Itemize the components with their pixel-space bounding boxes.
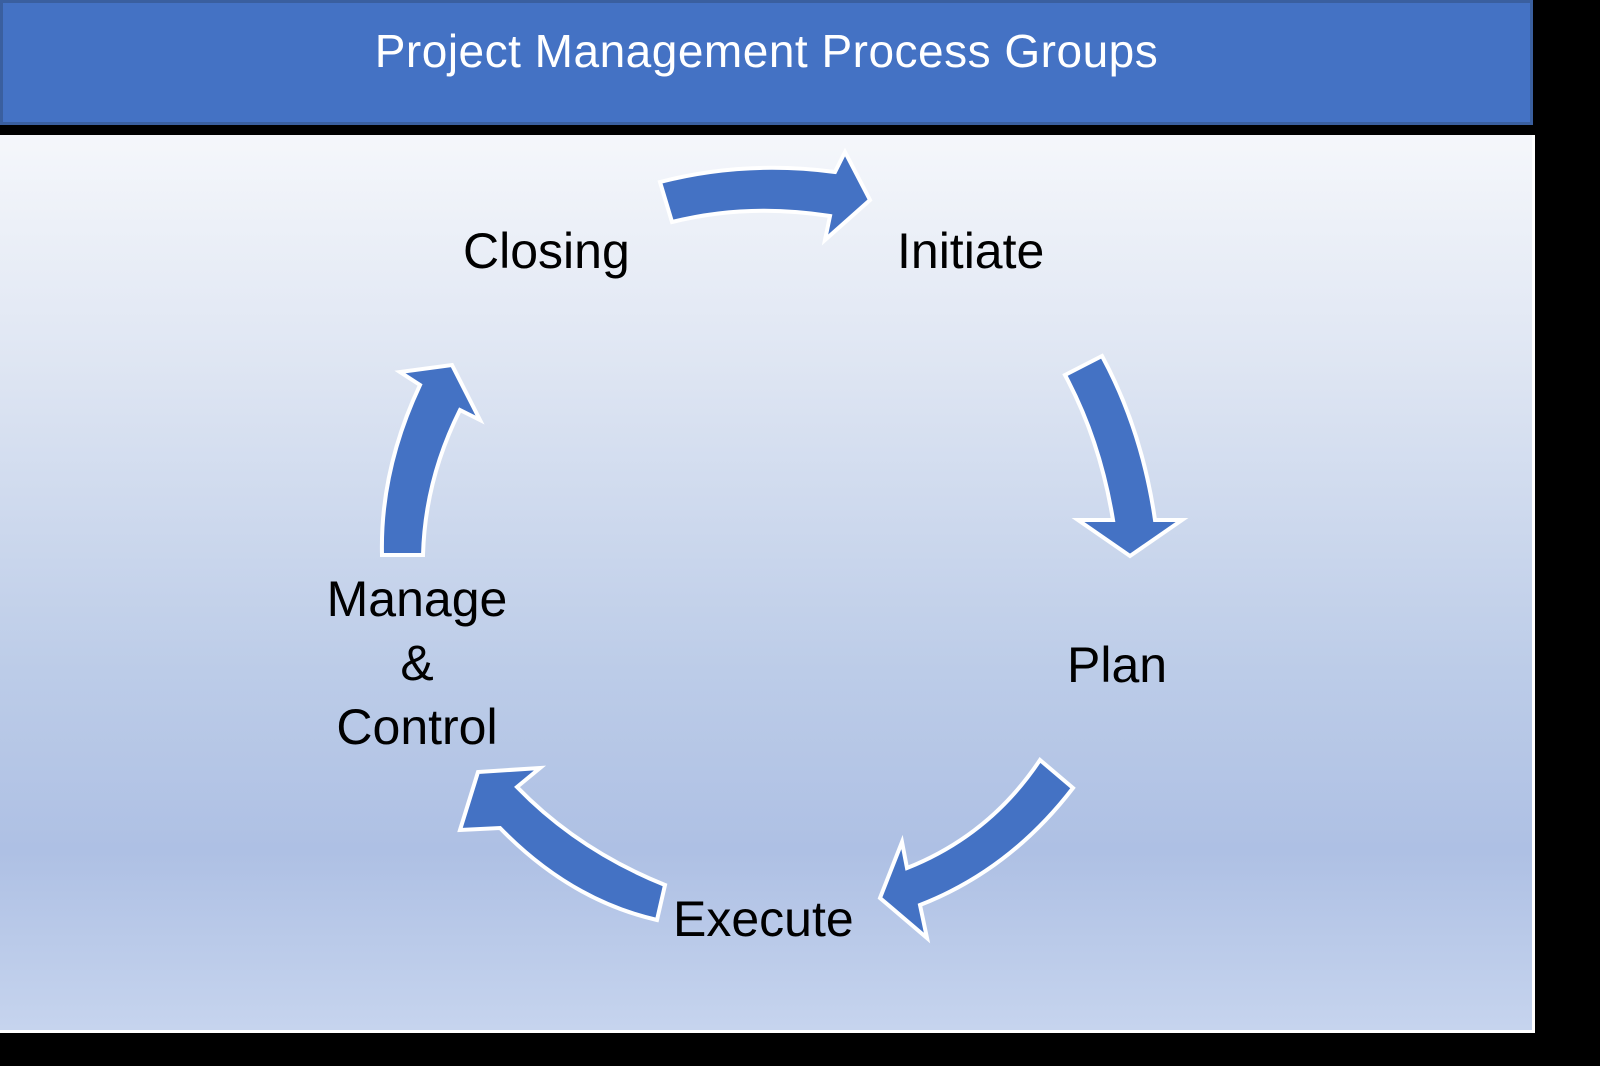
stage-closing: Closing [463, 223, 630, 279]
stage-execute: Execute [673, 891, 854, 947]
stage-manage-control-line-1: Manage [326, 571, 508, 627]
stage-plan: Plan [1067, 637, 1168, 693]
stage-initiate: Initiate [897, 223, 1045, 279]
stage-manage-control: Manage & Control [297, 567, 537, 759]
arrow-execute-to-manage-icon [457, 765, 668, 923]
diagram-panel [0, 135, 1535, 1033]
arrow-initiate-to-plan-icon [1062, 353, 1189, 559]
arrow-closing-to-initiate-icon [657, 147, 873, 246]
stage-manage-control-line-3: Control [336, 699, 498, 755]
arrow-plan-to-execute-icon [877, 757, 1076, 944]
diagram-title: Project Management Process Groups [374, 25, 1159, 77]
arrow-manage-to-closing-icon [379, 362, 485, 557]
title-bar: Project Management Process Groups [0, 0, 1533, 125]
stage-manage-control-line-2: & [400, 635, 434, 691]
